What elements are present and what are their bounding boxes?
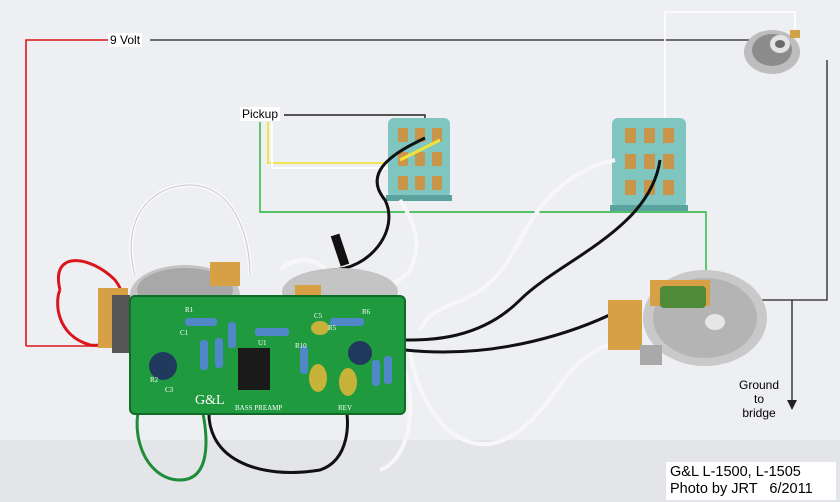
silk-c5: C5 xyxy=(314,312,323,320)
silk-rev: REV xyxy=(338,404,352,412)
label-ground-to-bridge: Ground to bridge xyxy=(734,378,784,420)
pickup-white-line xyxy=(271,122,395,169)
silk-r1: R1 xyxy=(185,306,194,314)
label-ground-line2: to xyxy=(753,392,764,406)
switch-left xyxy=(386,118,452,201)
silk-u1: U1 xyxy=(258,339,267,347)
white-line-top xyxy=(664,11,796,150)
silk-r2: R2 xyxy=(150,376,159,384)
silk-r10: R10 xyxy=(295,342,307,350)
silk-c1: C1 xyxy=(180,329,189,337)
silk-r6: R6 xyxy=(362,308,371,316)
credit-line2: Photo by JRT 6/2011 xyxy=(670,481,813,497)
label-ground-line1: Ground xyxy=(738,378,780,392)
pickup-yellow-line xyxy=(267,122,400,164)
silk-r5: R5 xyxy=(328,324,337,332)
pot-right xyxy=(608,270,767,366)
switch-right xyxy=(610,118,688,211)
silk-c3: C3 xyxy=(165,386,174,394)
pcb-brand: G&L xyxy=(195,393,225,408)
ground-line xyxy=(755,60,828,301)
red-9v-line xyxy=(25,39,108,346)
photo-credit: G&L L-1500, L-1505 Photo by JRT 6/2011 xyxy=(666,462,836,500)
green-line xyxy=(259,122,707,282)
preamp-board: R1 R2 C1 C3 U1 R10 C5 R5 R6 REV G&L BASS… xyxy=(129,295,406,415)
output-jack xyxy=(744,30,800,74)
label-9-volt: 9 Volt xyxy=(108,33,143,47)
credit-line1: G&L L-1500, L-1505 xyxy=(670,464,801,480)
battery-clip xyxy=(98,288,130,353)
label-ground-line3: bridge xyxy=(742,406,776,420)
pcb-board-name: BASS PREAMP xyxy=(235,404,282,412)
label-pickup: Pickup xyxy=(240,107,281,121)
